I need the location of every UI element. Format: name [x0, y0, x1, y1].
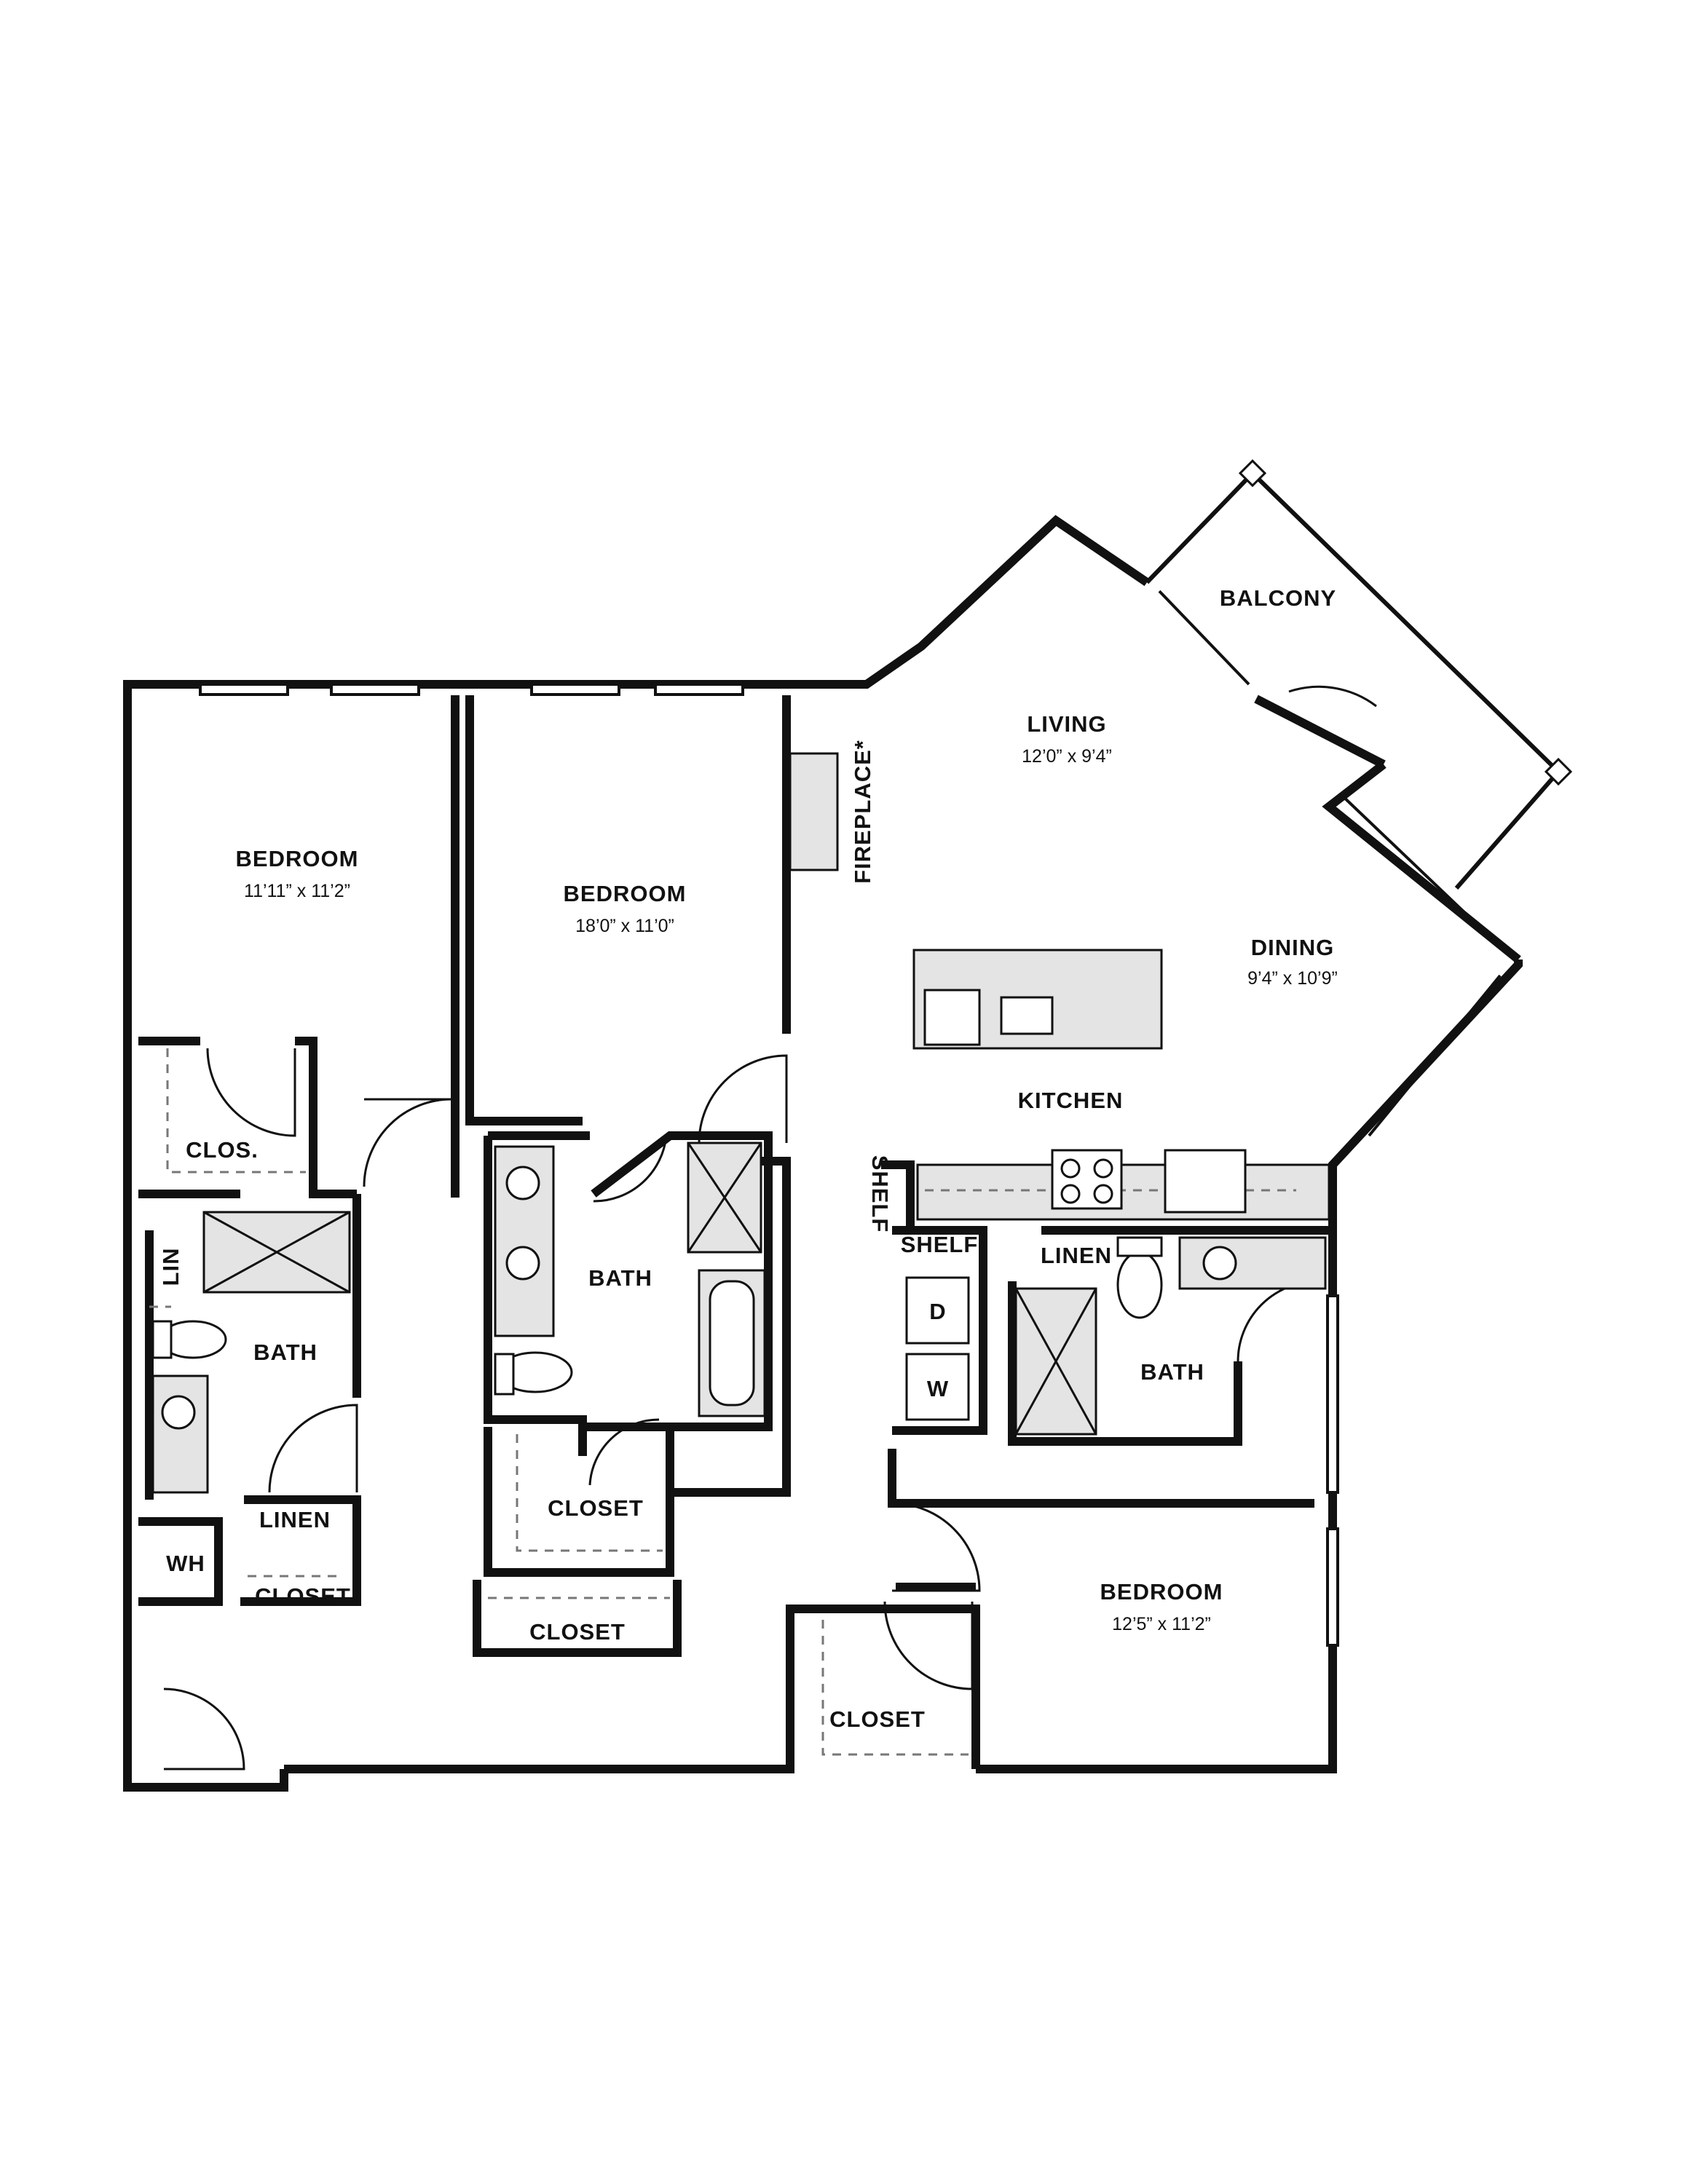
dining-label: DINING — [1251, 935, 1335, 960]
bath-left-label: BATH — [253, 1340, 318, 1365]
closet-right-label: CLOSET — [829, 1706, 926, 1732]
interior-walls — [138, 695, 1333, 1657]
bedroom-center-label: BEDROOM — [564, 881, 687, 906]
bedroom-right-label: BEDROOM — [1100, 1579, 1223, 1605]
shelf-vertical-label: SHELF — [867, 1155, 893, 1233]
dining-dims: 9’4” x 10’9” — [1247, 968, 1338, 989]
clos-label: CLOS. — [186, 1137, 259, 1163]
bath-right-label: BATH — [1140, 1359, 1204, 1385]
bedroom-center-dims: 18’0” x 11’0” — [575, 916, 674, 936]
shelf-laundry-label: SHELF — [901, 1232, 979, 1257]
room-labels: BEDROOM 11’11” x 11’2” BEDROOM 18’0” x 1… — [158, 585, 1338, 1732]
fireplace-label: FIREPLACE* — [850, 740, 875, 884]
exterior-walls — [123, 515, 1523, 1792]
bath-center-label: BATH — [588, 1265, 652, 1291]
balcony-label: BALCONY — [1220, 585, 1336, 611]
kitchen-label: KITCHEN — [1018, 1088, 1124, 1113]
living-dims: 12’0” x 9’4” — [1022, 746, 1112, 767]
closet-left-label: CLOSET — [255, 1583, 351, 1609]
washer-label: W — [927, 1376, 949, 1401]
balcony-outline — [1145, 459, 1573, 890]
lin-label: LIN — [158, 1248, 184, 1286]
bedroom-right-dims: 12’5” x 11’2” — [1112, 1614, 1211, 1634]
wh-label: WH — [166, 1551, 205, 1576]
bedroom-left-label: BEDROOM — [236, 846, 359, 871]
linen-left-label: LINEN — [259, 1507, 331, 1532]
bedroom-left-dims: 11’11” x 11’2” — [244, 881, 350, 901]
closet-center-upper-label: CLOSET — [548, 1495, 644, 1521]
dryer-label: D — [929, 1299, 946, 1324]
linen-right-label: LINEN — [1041, 1243, 1112, 1268]
closet-center-lower-label: CLOSET — [529, 1619, 626, 1645]
fixtures — [151, 949, 1327, 1494]
living-label: LIVING — [1027, 711, 1106, 737]
